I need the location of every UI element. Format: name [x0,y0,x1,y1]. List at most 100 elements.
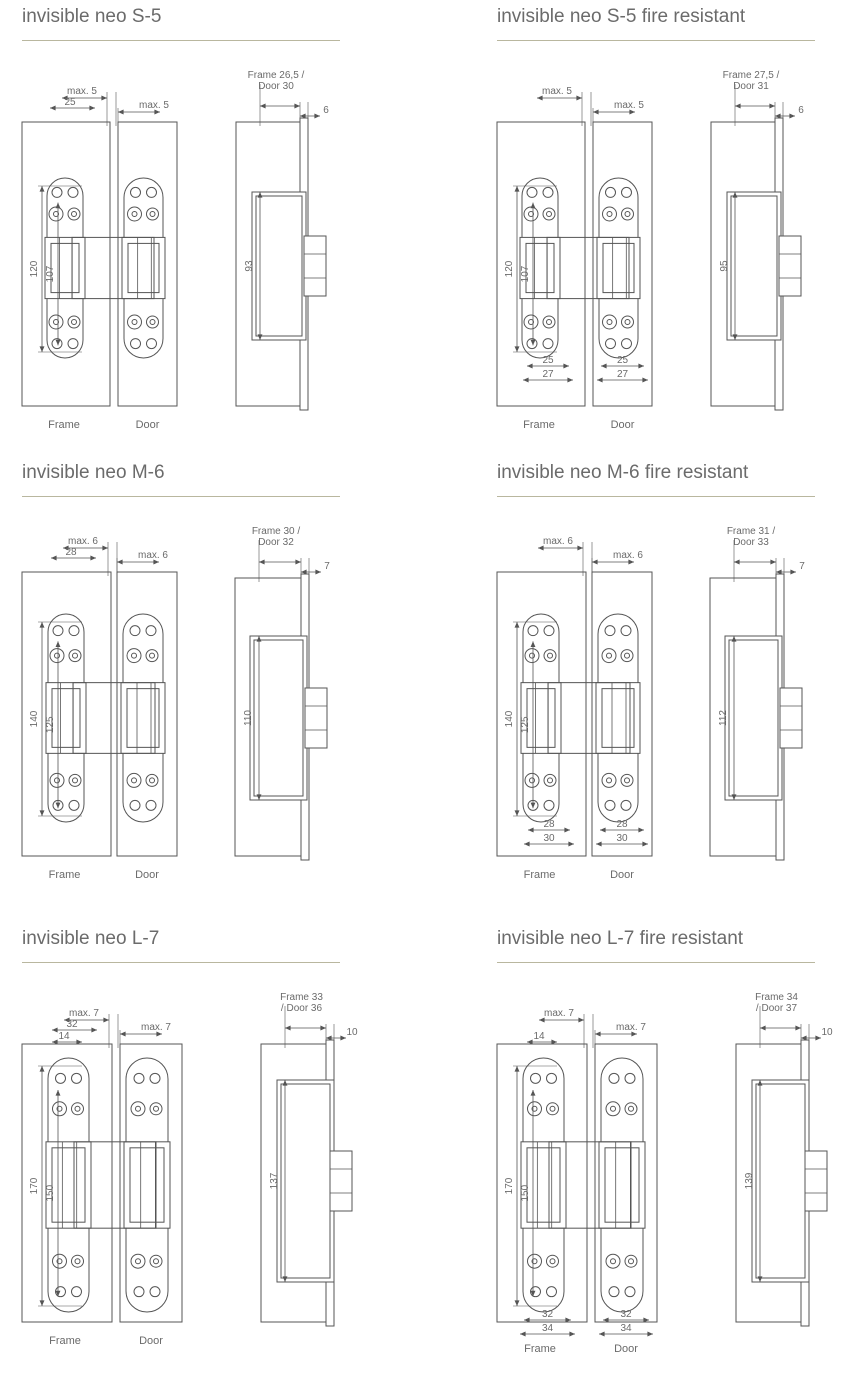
door-block [594,1043,658,1323]
max-door-label: max. 7 [141,1022,171,1033]
screw-hole-icon [542,186,554,198]
screw-hole-icon [68,799,80,811]
screw-hole-icon [610,1258,616,1265]
dimension-arrow [64,1017,70,1023]
screw-hole-icon [131,211,138,217]
dimension-arrow [530,641,536,647]
screw-hole-icon [74,1105,81,1112]
dimension-arrow [39,1300,45,1306]
screw-hole-icon [130,338,141,350]
screw-hole-icon [621,338,632,350]
screw-hole-icon [605,338,616,350]
max-frame-label: max. 7 [69,1008,99,1019]
screw-hole-icon [543,799,555,811]
dimension-arrow [55,641,61,647]
dimension-arrow [732,334,738,340]
screw-hole-icon [546,1286,557,1298]
screw-hole-icon [149,319,156,325]
pin-offset-label: 14 [58,1031,70,1042]
side-height-label: 137 [269,1172,280,1189]
dimension-arrow [63,545,69,551]
bottom-inner-label: 25 [542,355,554,366]
screw-hole-icon [620,625,632,637]
screw-hole-icon [71,319,77,325]
dimension-arrow [596,841,602,847]
screw-hole-icon [71,1286,82,1298]
dimension-arrow [735,103,741,109]
screw-hole-icon [149,1072,161,1084]
dimension-arrow [39,810,45,816]
screw-hole-icon [546,319,552,325]
frame-door-label: Door 30 [258,81,294,92]
dimension-arrow [62,95,68,101]
height-outer-label: 140 [504,710,515,727]
frame-caption: Frame [523,419,555,431]
screw-hole-icon [149,1286,161,1298]
height-inner-label: 107 [45,265,56,282]
frame-mechanism-inner [525,242,555,294]
door-view [116,571,178,857]
height-outer-label: 120 [29,260,40,277]
frame-caption: Frame [49,1335,81,1347]
dimension-arrow [91,1027,97,1033]
screw-hole-icon [131,652,137,659]
frame-offset-label: 32 [66,1019,78,1030]
height-outer-label: 140 [29,710,40,727]
side-pocket [724,635,783,801]
dimension-arrow [103,1017,109,1023]
side-knuckle [779,687,803,749]
screw-hole-icon [149,777,155,784]
screw-hole-icon [608,1286,620,1298]
screw-hole-icon [133,1072,145,1084]
dimension-arrow [39,186,45,192]
dimension-arrow [643,1317,649,1323]
screw-hole-icon [72,652,78,659]
screw-hole-icon [528,319,534,325]
door-caption: Door [136,419,160,431]
screw-hole-icon [624,652,630,659]
side-pocket-inner [728,639,779,797]
screw-hole-icon [546,1072,557,1084]
height-outer-label: 170 [504,1177,515,1194]
side-knuckle [778,235,802,297]
screw-hole-icon [51,186,63,198]
dimension-arrow [530,1090,536,1096]
dimension-arrow [527,1039,533,1045]
frame-block [21,1043,113,1323]
dimension-arrow [514,346,520,352]
screw-hole-icon [153,1258,159,1265]
frame-caption: Frame [524,869,556,881]
screw-hole-icon [145,625,157,637]
panel-title: invisible neo L-7 [22,928,160,949]
screw-hole-icon [527,625,539,637]
dimension-arrow [55,1090,61,1096]
bottom-inner-label: 28 [543,819,555,830]
dimension-arrow [776,569,782,575]
panel-title: invisible neo S-5 [22,6,162,27]
dimension-arrow [523,377,529,383]
screw-hole-icon [530,1072,541,1084]
door-caption: Door [135,869,159,881]
max-door-label: max. 6 [613,550,643,561]
dimension-arrow [55,1290,61,1297]
dimension-arrow [314,113,320,119]
screw-hole-icon [131,777,137,784]
dimension-arrow [642,377,648,383]
side-knuckle [303,235,327,297]
hinge-arm [547,682,631,754]
dimension-arrow [593,109,599,115]
panel-title: invisible neo M-6 [22,462,165,483]
hinge-arm [548,1141,632,1229]
screw-hole-icon [53,211,59,217]
dimension-arrow [760,1025,766,1031]
frame-view [21,571,112,857]
screw-hole-icon [54,652,60,659]
door-caption: Door [139,1335,163,1347]
side-pocket [276,1079,335,1283]
height-inner-label: 125 [45,716,56,733]
screw-hole-icon [606,777,612,784]
dimension-arrow [256,794,262,800]
